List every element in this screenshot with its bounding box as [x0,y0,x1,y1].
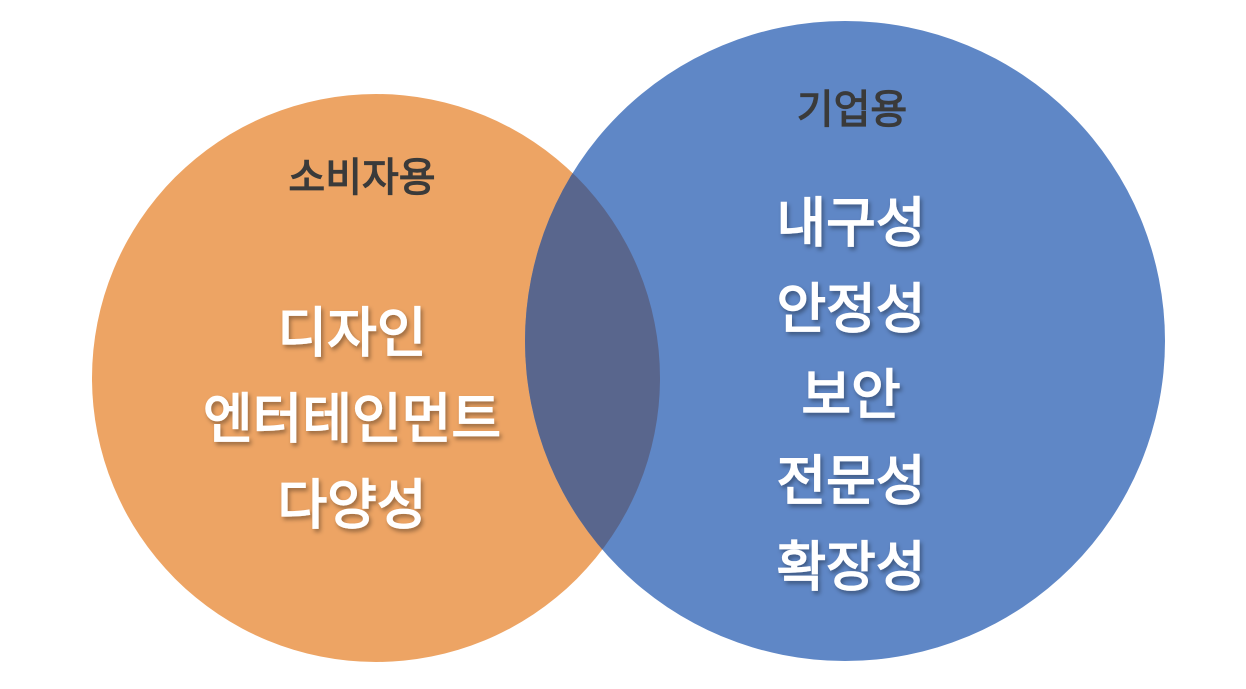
enterprise-title: 기업용 [797,87,907,133]
consumer-title: 소비자용 [288,155,435,201]
enterprise-circle [525,21,1165,661]
enterprise-item: 확장성 [776,536,925,599]
enterprise-item: 내구성 [776,192,925,255]
consumer-item: 다양성 [277,474,426,537]
consumer-item: 디자인 [277,302,426,365]
consumer-item: 엔터테인먼트 [203,388,501,451]
enterprise-item: 보안 [801,364,900,427]
consumer-circle [92,94,660,662]
consumer-items: 디자인 엔터테인먼트 다양성 [203,302,501,537]
enterprise-item: 전문성 [776,450,925,513]
enterprise-items: 내구성 안정성 보안 전문성 확장성 [776,192,925,599]
enterprise-item: 안정성 [776,278,925,341]
